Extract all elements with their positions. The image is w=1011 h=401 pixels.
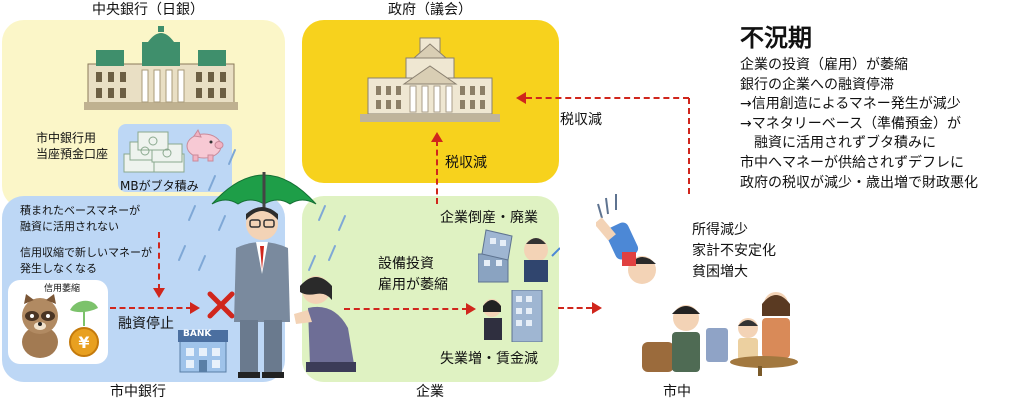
credit-shrink-label: 信用萎縮 — [44, 284, 81, 294]
arrow-lending-head — [190, 302, 200, 314]
umbrella-icon — [211, 172, 317, 228]
market-title: 市中 — [663, 384, 691, 400]
office-building-icon — [483, 290, 543, 342]
arrow-companies-market — [558, 307, 592, 309]
commercial-bank-notes: 積まれたベースマネーが 融資に活用されない 信用収縮で新しいマネーが 発生しなく… — [20, 204, 152, 275]
raccoon-icon — [22, 294, 58, 358]
bank-building-icon — [178, 330, 228, 373]
arrow-company-investment-head — [466, 303, 476, 315]
bank-sign: BANK — [183, 329, 212, 339]
bankruptcy-label: 企業倒産・廃業 — [440, 210, 538, 226]
government-title: 政府（議会） — [388, 2, 472, 18]
yen-coin-icon: ¥ — [69, 300, 99, 357]
current-account-label: 市中銀行用 当座預金口座 — [36, 131, 109, 162]
mb-idle-note: MBがブタ積み — [120, 179, 199, 193]
central-bank-building-icon — [84, 26, 238, 110]
arrow-market-up — [688, 98, 690, 194]
summary-lines: 企業の投資（雇用）が萎縮 銀行の企業への融資停滞 →信用創造によるマネー発生が減… — [740, 56, 978, 193]
arrow-companies-gov-head — [431, 132, 443, 142]
summary-title: 不況期 — [740, 24, 812, 52]
summary-line: →マネタリーベース（準備預金）が — [740, 115, 962, 132]
arrow-lending — [110, 307, 192, 309]
arrow-companies-market-head — [592, 302, 602, 314]
arrow-notes-down-head — [153, 288, 165, 298]
summary-line: →信用創造によるマネー発生が減少 — [740, 96, 961, 113]
svg-text:¥: ¥ — [78, 333, 89, 352]
summary-line: 市中へマネーが供給されずデフレに — [740, 154, 964, 171]
rain-icon — [178, 149, 346, 271]
falling-person-icon — [596, 194, 656, 284]
arrow-market-gov — [526, 97, 689, 99]
market-tax-decrease-label: 税収減 — [560, 112, 602, 128]
summary-line: 銀行の企業への融資停滞 — [740, 76, 894, 93]
companies-title: 企業 — [416, 384, 444, 400]
central-bank-title: 中央銀行（日銀） — [92, 2, 204, 18]
arrow-market-gov-head — [516, 92, 526, 104]
investment-label: 設備投資 雇用が萎縮 — [378, 256, 448, 293]
banker-icon — [234, 207, 290, 378]
summary-line: 政府の税収が減少・歳出増で財政悪化 — [740, 174, 978, 191]
cross-mark-icon — [207, 291, 235, 319]
pleading-person-icon — [294, 276, 356, 372]
arrow-companies-gov — [436, 140, 438, 204]
piggy-bank-icon — [186, 128, 224, 162]
summary-line: 企業の投資（雇用）が萎縮 — [740, 57, 908, 73]
poor-family-icon — [642, 292, 798, 376]
lending-stop-label: 融資停止 — [118, 316, 174, 332]
collapsed-building-icon — [478, 229, 560, 283]
unemployment-label: 失業増・賃金減 — [440, 351, 538, 367]
market-effects: 所得減少 家計不安定化 貧困増大 — [692, 222, 776, 280]
arrow-notes-down — [158, 232, 160, 290]
parliament-building-icon — [360, 37, 500, 122]
banknote-stack-icon — [123, 131, 185, 173]
arrow-company-investment — [344, 308, 468, 310]
companies-tax-decrease-label: 税収減 — [445, 155, 487, 171]
commercial-bank-title: 市中銀行 — [110, 384, 166, 400]
summary-line: 融資に活用されずブタ積みに — [740, 135, 936, 152]
